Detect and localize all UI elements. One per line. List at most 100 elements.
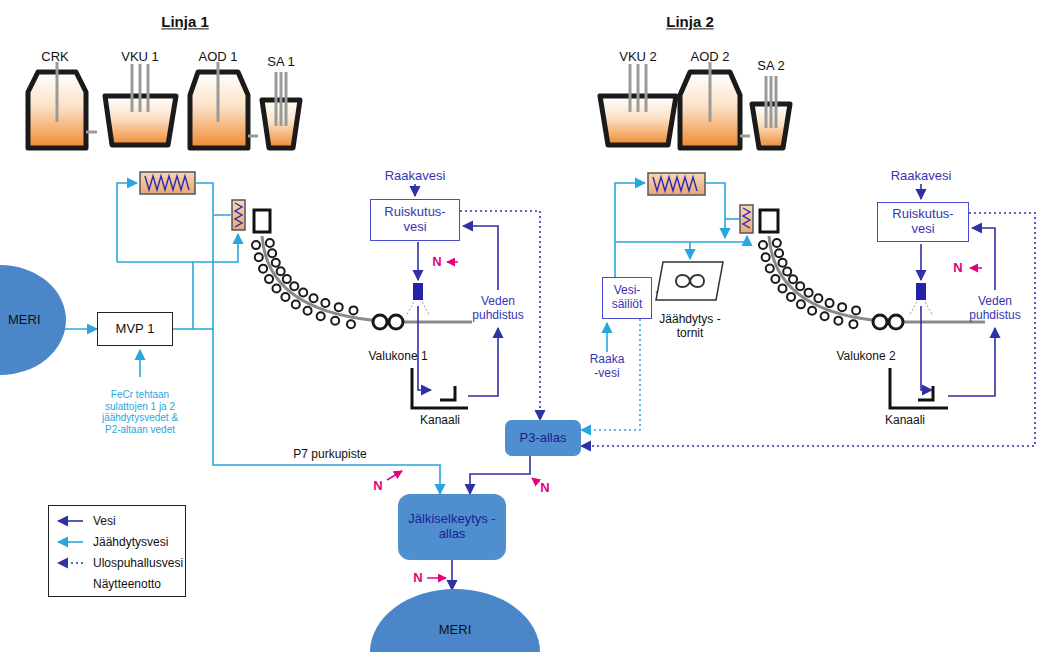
flow-connector xyxy=(173,329,440,494)
legend-text: Vesi xyxy=(93,514,116,528)
channel-trough-part xyxy=(412,368,468,408)
legend-entry: Näytteenotto xyxy=(55,575,161,593)
roller xyxy=(290,282,298,290)
sea-area: MERI xyxy=(370,589,540,652)
node-text: Jälkiselkeytys -allas xyxy=(402,512,502,542)
node-text: MERI xyxy=(439,623,472,638)
lances-electrodes-part xyxy=(56,62,59,122)
lances-electrodes-part xyxy=(629,64,632,112)
roller xyxy=(789,275,797,283)
lances-electrodes-part xyxy=(86,131,97,134)
node-text: MERI xyxy=(8,313,41,328)
spray-water-pipes-part xyxy=(920,184,922,199)
exchanger-coil xyxy=(653,177,697,191)
heat-exchangers-part xyxy=(140,172,195,194)
roller xyxy=(266,239,274,247)
roller xyxy=(335,303,343,311)
channel-trough-part xyxy=(440,386,455,400)
sampling-arrows-part xyxy=(970,267,982,269)
roller xyxy=(834,317,842,325)
roller xyxy=(759,241,767,249)
roller xyxy=(277,267,285,275)
sampling-point: N xyxy=(373,479,382,494)
sampling-point: N xyxy=(413,571,422,586)
sampling-point: N xyxy=(432,255,441,270)
roller xyxy=(281,293,289,301)
cooling-water-pipes-part xyxy=(606,323,608,352)
pinch-roll xyxy=(873,315,887,329)
water-tank-box: Vesi- säiliöt xyxy=(602,277,652,319)
sampling-point: N xyxy=(953,261,962,276)
flow-connector xyxy=(460,211,540,420)
roller xyxy=(762,253,770,261)
spray-nozzles-part xyxy=(916,283,926,300)
roller xyxy=(771,275,779,283)
lances-electrodes-part xyxy=(147,64,150,112)
legend-text: Näytteenotto xyxy=(93,577,161,591)
roller xyxy=(252,241,260,249)
pinch-roll xyxy=(373,315,387,329)
process-label: SA 2 xyxy=(757,59,784,74)
sampling-arrows-part xyxy=(447,261,458,263)
node-text: Vesi- säiliöt xyxy=(607,284,647,312)
lances-electrodes-part xyxy=(248,135,258,138)
process-label: Valukone 2 xyxy=(836,350,895,364)
flow-connector xyxy=(64,328,97,330)
spray-jets-part xyxy=(909,302,917,316)
legend-box: VesiJäähdytysvesiUlospuhallusvesiNäyttee… xyxy=(48,505,186,597)
basin-box: P3-allas xyxy=(505,420,581,456)
line-heading: Linja 1 xyxy=(161,13,209,30)
spray-water-box: Ruiskutus- vesi xyxy=(877,202,969,242)
lances-electrodes-part xyxy=(280,72,283,126)
process-label: AOD 2 xyxy=(690,50,729,65)
flow-connector xyxy=(451,560,453,590)
process-label: Veden puhdistus xyxy=(965,295,1025,323)
roller xyxy=(265,275,273,283)
channel-trough-part xyxy=(890,368,948,408)
spray-water-pipes xyxy=(415,184,995,396)
roller xyxy=(778,284,786,292)
roller xyxy=(272,259,280,267)
lances-electrodes-part xyxy=(645,64,648,112)
spray-water-pipes-part xyxy=(921,306,932,390)
channel-trough xyxy=(412,368,948,408)
roller xyxy=(787,293,795,301)
process-label: CRK xyxy=(41,50,68,65)
process-label: Kanaali xyxy=(885,414,925,428)
lances-electrodes xyxy=(57,62,776,136)
spray-water-pipes-part xyxy=(468,328,498,396)
spray-nozzles-part xyxy=(413,283,423,300)
roller xyxy=(766,265,774,273)
cooling-tower-part xyxy=(656,262,723,300)
roller xyxy=(272,285,280,293)
process-label: VKU 1 xyxy=(121,50,159,65)
roller xyxy=(350,306,358,314)
legend-text: Jäähdytysvesi xyxy=(93,535,168,549)
cooling-water-pipes-part xyxy=(689,242,691,259)
roller xyxy=(268,249,276,257)
legend-sample xyxy=(55,557,85,569)
roller xyxy=(347,320,355,328)
cooling-tower-part xyxy=(676,275,704,287)
cooling-water-pipes xyxy=(117,183,747,377)
legend-line xyxy=(58,520,83,522)
strand-lines xyxy=(262,236,985,322)
node-text: Ruiskutus- vesi xyxy=(375,205,455,235)
roller xyxy=(259,265,267,273)
casting-molds-part xyxy=(254,210,270,232)
steel-vessels xyxy=(28,72,790,148)
roller xyxy=(310,294,318,302)
roller xyxy=(779,259,787,267)
roller xyxy=(292,300,300,308)
cooling-water-pipes-part xyxy=(615,236,747,242)
roller xyxy=(783,267,791,275)
roller xyxy=(808,307,816,315)
process-label: Kanaali xyxy=(420,414,460,428)
pinch-roll xyxy=(389,315,403,329)
roller xyxy=(852,306,860,314)
connector-label: P7 purkupiste xyxy=(291,447,368,461)
legend-sample xyxy=(55,536,85,548)
process-label: Jäähdytys -tornit xyxy=(655,313,725,341)
spray-jets-part xyxy=(925,302,933,316)
node-text: Ruiskutus- vesi xyxy=(882,207,964,237)
